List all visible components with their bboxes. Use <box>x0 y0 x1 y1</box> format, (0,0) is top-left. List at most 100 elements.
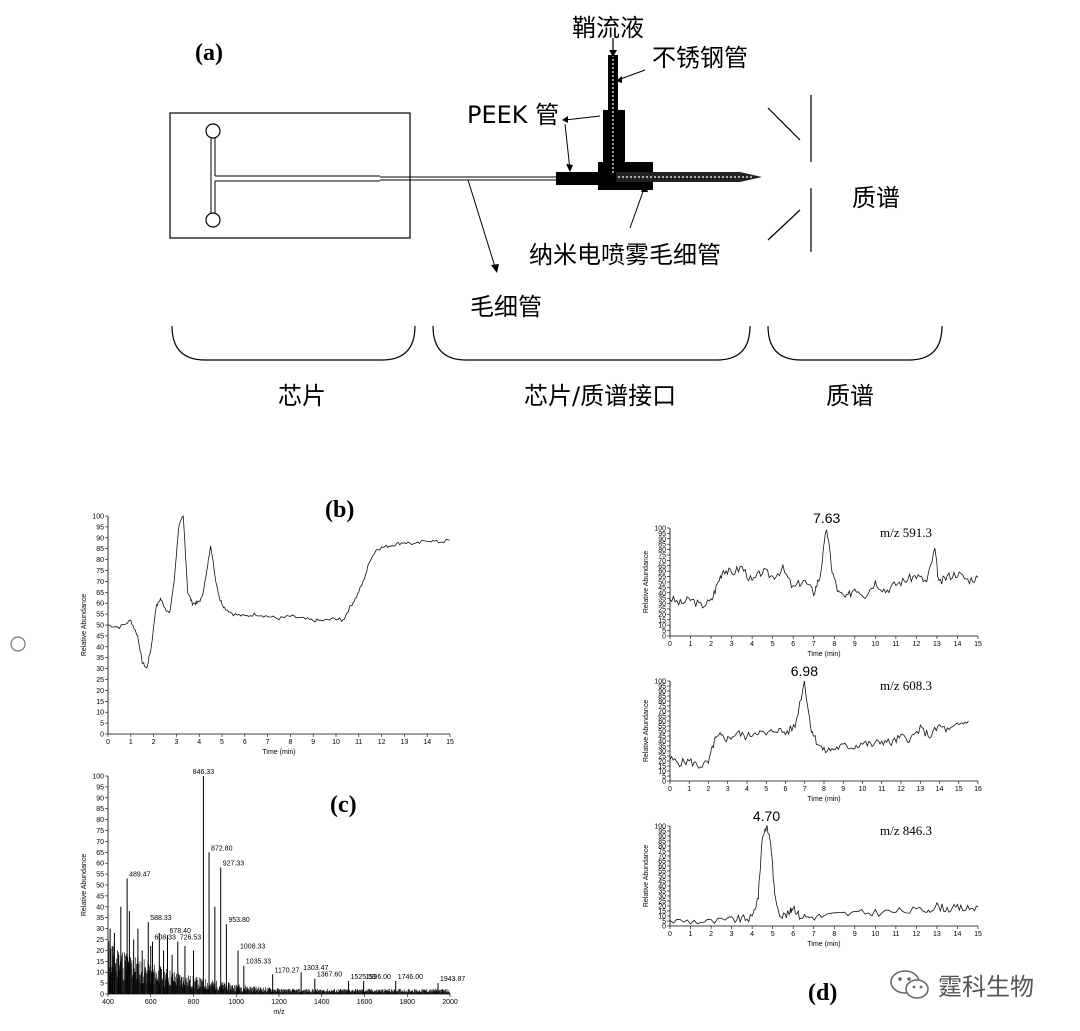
x-tick-label: 8 <box>288 739 292 746</box>
x-tick-label: 11 <box>355 739 362 746</box>
x-axis-label: m/z <box>273 1009 285 1016</box>
x-tick-label: 8 <box>832 931 836 938</box>
y-tick-label: 35 <box>658 744 666 751</box>
y-tick-label: 35 <box>658 596 666 603</box>
y-tick-label: 100 <box>654 526 666 533</box>
x-tick-label: 14 <box>954 641 962 648</box>
y-tick-label: 70 <box>658 854 666 861</box>
panel-b-label: (b) <box>325 497 355 523</box>
y-tick-label: 20 <box>658 759 666 766</box>
label-sheath-liquid: 鞘流液 <box>572 14 644 42</box>
label-ms-diagram: 质谱 <box>852 184 900 212</box>
y-tick-label: 45 <box>658 585 666 592</box>
y-tick-label: 80 <box>96 557 104 564</box>
y-tick-label: 45 <box>96 633 104 640</box>
ms-inlet-line-lower <box>767 209 801 241</box>
y-tick-label: 50 <box>658 580 666 587</box>
panel-d-label: (d) <box>808 980 838 1006</box>
y-tick-label: 0 <box>662 634 666 641</box>
y-tick-label: 85 <box>96 806 104 813</box>
x-tick-label: 10 <box>871 641 879 648</box>
x-tick-label: 1800 <box>399 999 415 1006</box>
x-tick-label: 5 <box>764 786 768 793</box>
chart-d2-eic-608: 0510152025303540455055606570758085909510… <box>643 665 982 803</box>
x-axis-label: Time (min) <box>262 749 295 756</box>
peak-label: 608.33 <box>155 935 177 942</box>
mz-label: m/z 591.3 <box>880 525 932 540</box>
y-tick-label: 15 <box>658 617 666 624</box>
x-tick-label: 2 <box>152 739 156 746</box>
callout-peek-2 <box>564 123 571 171</box>
x-tick-label: 13 <box>933 931 941 938</box>
x-tick-label: 5 <box>771 931 775 938</box>
y-tick-label: 0 <box>100 992 104 999</box>
x-tick-label: 2 <box>707 786 711 793</box>
peak-label: 726.53 <box>180 935 202 942</box>
y-tick-label: 95 <box>658 829 666 836</box>
y-tick-label: 25 <box>658 899 666 906</box>
y-axis-label: Relative Abundance <box>81 854 88 916</box>
x-tick-label: 12 <box>897 786 905 793</box>
x-tick-label: 1 <box>689 931 693 938</box>
x-tick-label: 7 <box>803 786 807 793</box>
y-tick-label: 40 <box>658 590 666 597</box>
y-tick-label: 5 <box>100 721 104 728</box>
schematic-diagram <box>169 38 943 361</box>
y-tick-label: 25 <box>658 607 666 614</box>
label-capillary: 毛细管 <box>470 293 542 321</box>
y-tick-label: 45 <box>658 879 666 886</box>
y-tick-label: 15 <box>96 699 104 706</box>
callout-peek-1 <box>564 115 601 121</box>
y-tick-label: 80 <box>658 547 666 554</box>
y-tick-label: 15 <box>96 959 104 966</box>
y-axis-label: Relative Abundance <box>81 594 88 656</box>
x-tick-label: 3 <box>730 931 734 938</box>
x-tick-label: 1 <box>687 786 691 793</box>
y-tick-label: 60 <box>658 864 666 871</box>
y-tick-label: 75 <box>96 568 104 575</box>
x-tick-label: 400 <box>102 999 114 1006</box>
x-tick-label: 4 <box>750 641 754 648</box>
y-tick-label: 65 <box>658 714 666 721</box>
x-tick-label: 13 <box>916 786 924 793</box>
y-tick-label: 30 <box>658 749 666 756</box>
y-tick-label: 65 <box>658 859 666 866</box>
chart-b-tic-chromatogram: 0510152025303540455055606570758085909510… <box>81 514 454 757</box>
y-tick-label: 20 <box>658 904 666 911</box>
x-tick-label: 12 <box>913 641 921 648</box>
margin-circle-marker <box>10 636 26 652</box>
y-tick-label: 90 <box>96 795 104 802</box>
y-tick-label: 65 <box>96 590 104 597</box>
peak-label: 1746.00 <box>398 974 423 981</box>
y-tick-label: 5 <box>100 981 104 988</box>
x-tick-label: 7 <box>266 739 270 746</box>
y-tick-label: 75 <box>96 828 104 835</box>
peak-retention-label: 4.70 <box>753 810 780 824</box>
y-tick-label: 35 <box>96 915 104 922</box>
series-line <box>669 680 969 769</box>
y-tick-label: 50 <box>658 729 666 736</box>
y-tick-label: 55 <box>96 612 104 619</box>
y-tick-label: 60 <box>96 601 104 608</box>
x-tick-label: 12 <box>378 739 386 746</box>
y-axis-label: Relative Abundance <box>643 845 650 907</box>
y-tick-label: 0 <box>662 924 666 931</box>
y-tick-label: 50 <box>96 623 104 630</box>
x-tick-label: 4 <box>745 786 749 793</box>
y-tick-label: 45 <box>658 734 666 741</box>
y-tick-label: 30 <box>96 666 104 673</box>
chart-d1-eic-591: 0510152025303540455055606570758085909510… <box>643 510 982 658</box>
y-tick-label: 5 <box>662 774 666 781</box>
y-tick-label: 70 <box>96 839 104 846</box>
nano-esi-capillary <box>616 172 762 182</box>
y-tick-label: 90 <box>658 689 666 696</box>
x-tick-label: 0 <box>668 931 672 938</box>
label-peek-tube: PEEK 管 <box>467 101 560 129</box>
x-axis-label: Time (min) <box>807 651 840 658</box>
y-tick-label: 55 <box>658 724 666 731</box>
chip-body <box>169 112 411 239</box>
x-tick-label: 6 <box>243 739 247 746</box>
x-tick-label: 5 <box>771 641 775 648</box>
label-section-chip: 芯片 <box>278 382 326 410</box>
x-axis-label: Time (min) <box>807 796 840 803</box>
